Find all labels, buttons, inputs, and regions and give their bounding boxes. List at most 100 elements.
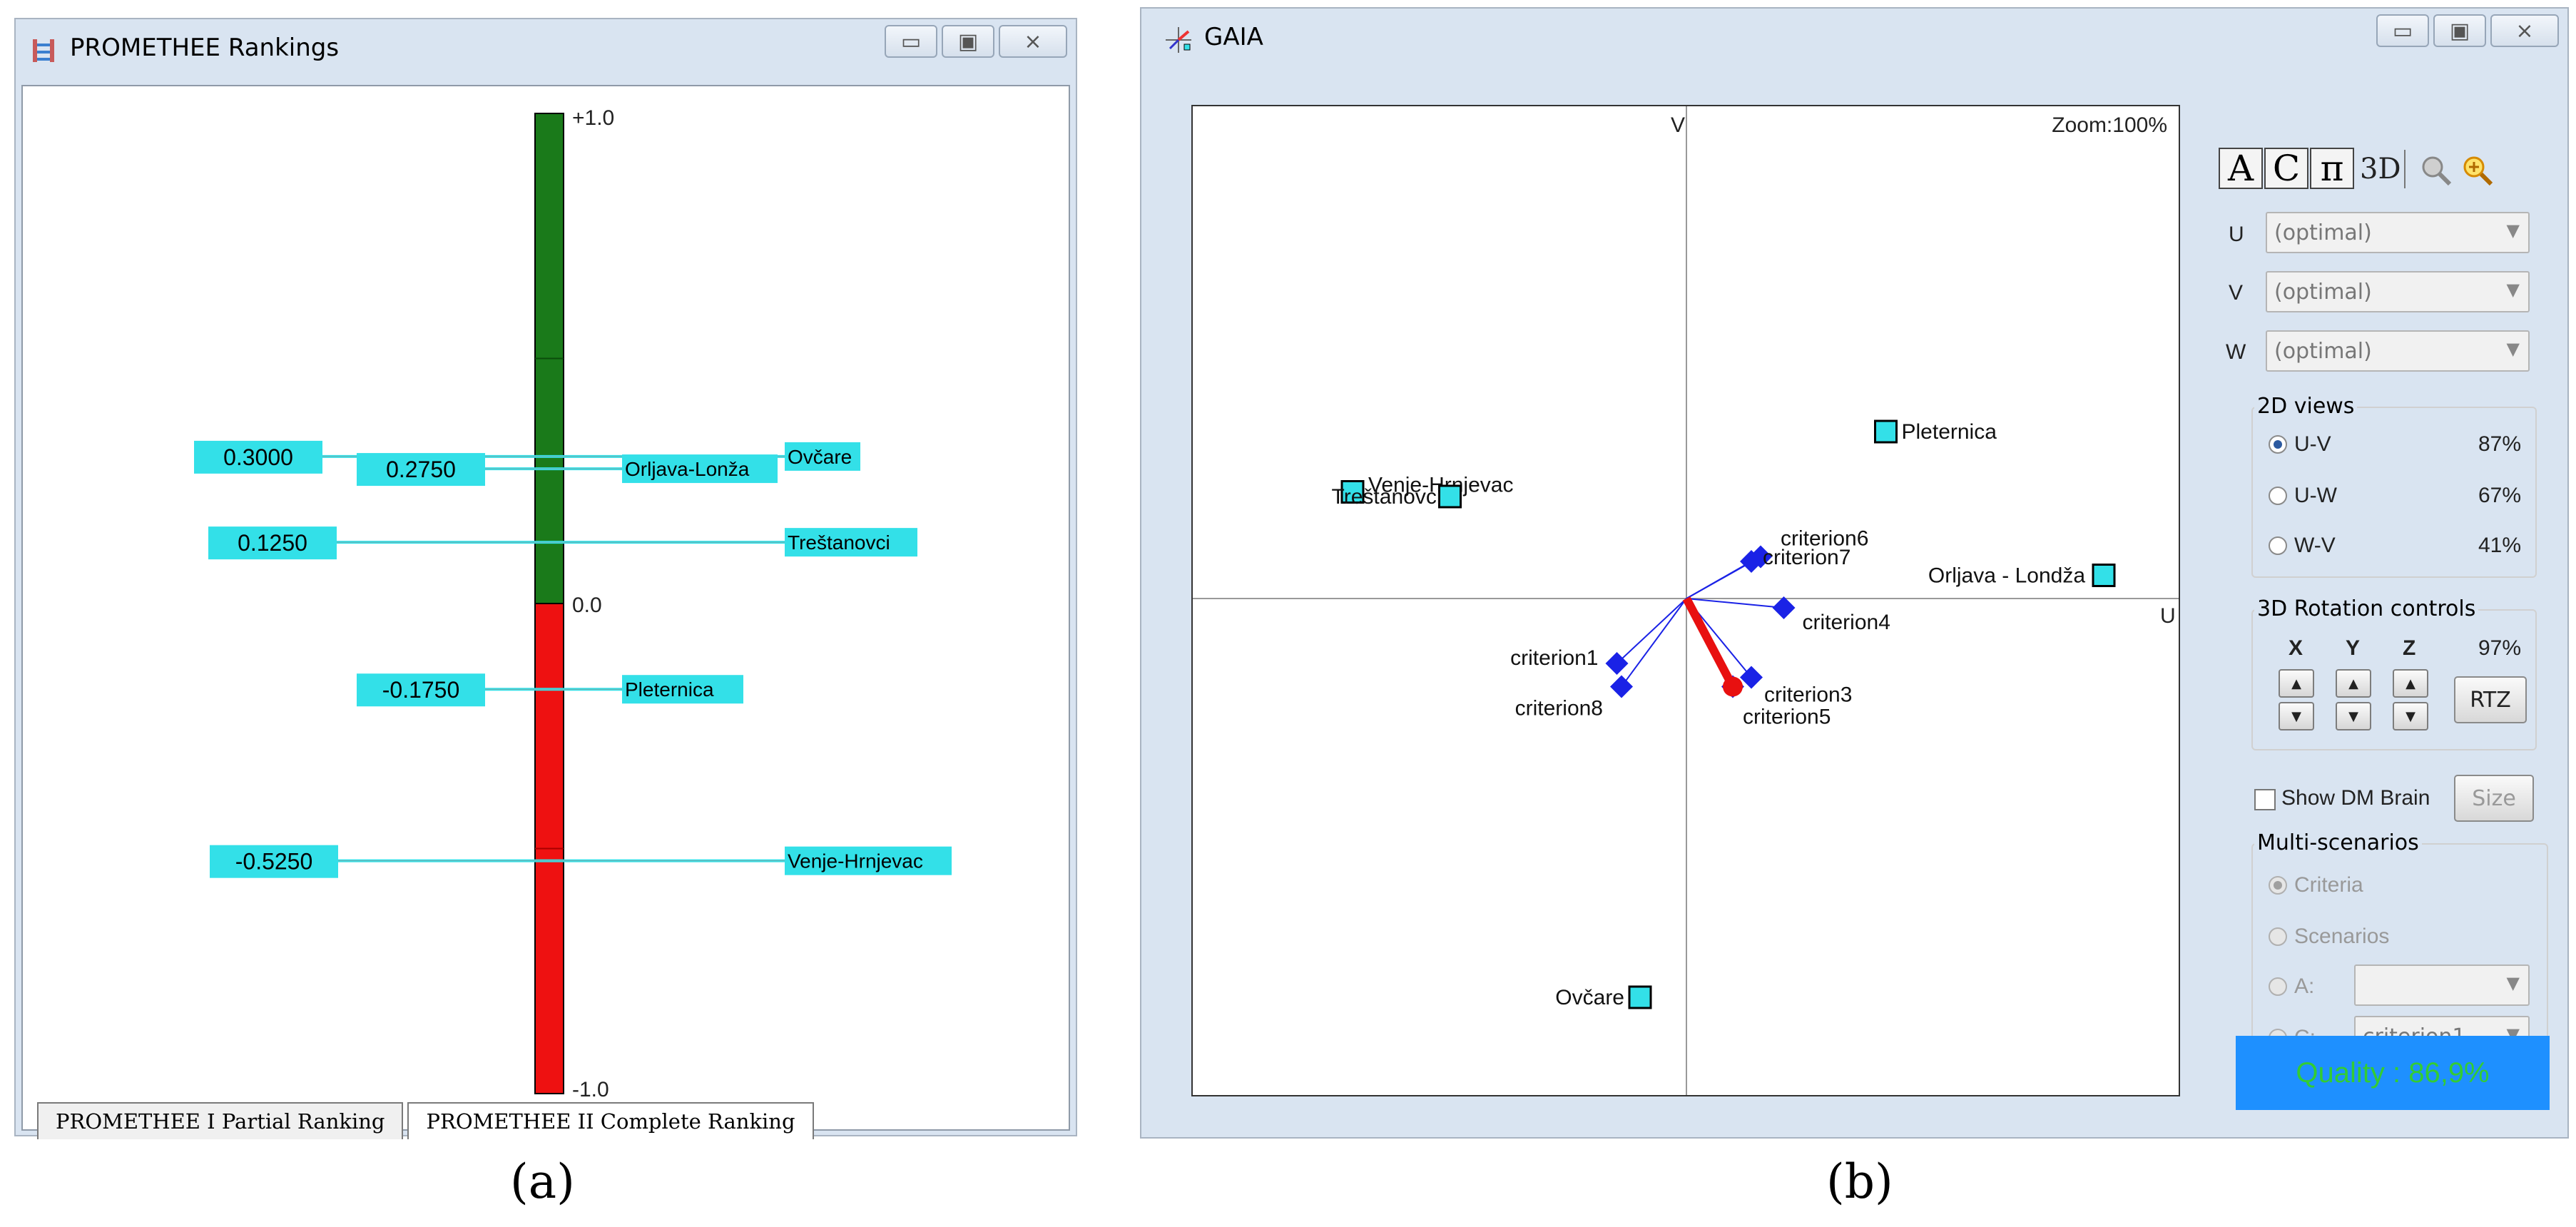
dm-brain-label: Show DM Brain	[2281, 786, 2430, 810]
action-marker	[2092, 564, 2116, 587]
value-label: 0.1250	[238, 530, 307, 556]
rot-y-up-button[interactable]: ▲	[2336, 669, 2371, 698]
rot-z-up-button[interactable]: ▲	[2393, 669, 2428, 698]
action-label-box	[785, 528, 917, 557]
value-label-box	[357, 673, 485, 707]
tab-promethee-i[interactable]: PROMETHEE I Partial Ranking	[37, 1102, 404, 1139]
rot-x-down-button[interactable]: ▼	[2279, 702, 2314, 730]
v-axis-label: V	[2229, 281, 2244, 305]
rot-y-label: Y	[2346, 636, 2361, 660]
action-marker	[1874, 419, 1898, 444]
rankings-window-controls: ▭ ▣ ⨯	[885, 25, 1067, 58]
view-w-v-label: W-V	[2294, 534, 2336, 557]
rot-z-down-button[interactable]: ▼	[2393, 702, 2428, 730]
multi-scenarios-title: Multi-scenarios	[2254, 830, 2422, 855]
restore-button[interactable]: ▣	[2433, 14, 2486, 47]
ranking-entry: -0.5250 Venje-Hrnjevac	[210, 845, 952, 878]
a-radio[interactable]	[2269, 977, 2287, 996]
close-button[interactable]: ⨯	[2490, 14, 2559, 47]
action-label-box	[622, 675, 743, 704]
action-label: Venje-Hrnjevac	[788, 850, 923, 872]
criteria-radio[interactable]	[2269, 876, 2287, 895]
rot-y-down-button[interactable]: ▼	[2336, 702, 2371, 730]
close-button[interactable]: ⨯	[999, 25, 1067, 58]
chevron-down-icon: ▼	[2506, 220, 2520, 240]
action-label: Ovčare	[788, 446, 852, 468]
criterion-criterion8: criterion8	[1515, 598, 1687, 721]
criterion-axis	[1686, 561, 1752, 599]
tool-a-button[interactable]: A	[2219, 148, 2263, 189]
value-label: 0.3000	[223, 444, 293, 470]
value-label-box	[208, 526, 337, 560]
rot-pct: 97%	[2478, 636, 2522, 660]
minimize-button[interactable]: ▭	[885, 25, 937, 58]
view-u-w-pct: 67%	[2478, 484, 2522, 507]
decision-axis	[1682, 596, 1737, 689]
action-Pleternica: Pleternica	[1874, 419, 1997, 444]
restore-button[interactable]: ▣	[942, 25, 994, 58]
zoom-in-icon[interactable]	[2460, 153, 2495, 188]
caption-b: (b)	[1826, 1154, 1893, 1209]
tool-3d-button[interactable]: 3D	[2360, 153, 2401, 185]
zoom-readout: Zoom:100%	[2052, 113, 2167, 137]
action-Ovčare: Ovčare	[1555, 985, 1652, 1009]
dm-brain-checkbox[interactable]	[2254, 789, 2276, 810]
chevron-down-icon: ▼	[2506, 339, 2520, 359]
criterion-axis	[1621, 598, 1687, 688]
quality-text: Quality : 86,9%	[2296, 1057, 2490, 1089]
a-select[interactable]: ▼	[2354, 964, 2530, 1006]
views-group: 2D views U-V 87% U-W 67% W-V 41%	[2251, 394, 2537, 578]
criterion-criterion7: criterion7	[1686, 546, 1850, 599]
rtz-button[interactable]: RTZ	[2454, 676, 2527, 723]
rot-x-label: X	[2289, 636, 2303, 660]
criterion-axis	[1686, 598, 1784, 609]
size-button[interactable]: Size	[2454, 775, 2534, 822]
w-axis-select[interactable]: (optimal)▼	[2266, 330, 2530, 372]
scale-top-label: +1.0	[572, 106, 614, 130]
u-axis-select[interactable]: (optimal)▼	[2266, 212, 2530, 253]
tool-c-button[interactable]: C	[2264, 148, 2308, 189]
u-axis-label: U	[2229, 223, 2244, 246]
view-w-v-radio[interactable]	[2269, 536, 2287, 555]
action-label: Orljava - Londža	[1928, 564, 2085, 588]
zoom-out-icon[interactable]	[2418, 153, 2454, 188]
scale-bottom-label: -1.0	[572, 1078, 609, 1099]
rot-z-label: Z	[2403, 636, 2416, 660]
criterion-marker	[1605, 652, 1629, 675]
rankings-app-icon	[33, 39, 54, 62]
value-label-box	[210, 845, 338, 878]
chevron-down-icon: ▼	[2506, 280, 2520, 300]
criterion-label: criterion6	[1781, 527, 1868, 551]
action-label-box	[622, 454, 778, 484]
action-label-box	[785, 442, 860, 471]
view-u-v-radio[interactable]	[2269, 435, 2287, 454]
criterion-label: criterion3	[1764, 683, 1852, 707]
toolbar-divider	[2404, 150, 2406, 188]
action-Treštanovci: Treštanovci	[1332, 484, 1462, 509]
gaia-app-icon	[1166, 27, 1191, 53]
scenarios-radio[interactable]	[2269, 927, 2287, 946]
tab-promethee-ii[interactable]: PROMETHEE II Complete Ranking	[407, 1102, 814, 1139]
view-u-w-radio[interactable]	[2269, 487, 2287, 505]
rot-x-up-button[interactable]: ▲	[2279, 669, 2314, 698]
criterion-label: criterion1	[1510, 646, 1598, 670]
tool-pi-button[interactable]: π	[2310, 148, 2354, 189]
criterion-marker	[1740, 550, 1763, 573]
value-label: -0.5250	[235, 849, 313, 875]
minimize-button[interactable]: ▭	[2376, 14, 2429, 47]
criterion-marker	[1740, 666, 1763, 689]
value-label: -0.1750	[382, 677, 460, 703]
value-label: 0.2750	[386, 457, 456, 482]
value-label-box	[194, 440, 322, 474]
scenarios-label: Scenarios	[2294, 925, 2390, 948]
criterion-criterion3: criterion3	[1686, 598, 1852, 707]
a-label: A:	[2294, 974, 2315, 998]
gaia-plane[interactable]: VUZoom:100%criterion6criterion7criterion…	[1191, 105, 2180, 1096]
views-group-title: 2D views	[2254, 394, 2358, 419]
v-axis-select[interactable]: (optimal)▼	[2266, 271, 2530, 312]
scale-zero-label: 0.0	[572, 594, 602, 617]
